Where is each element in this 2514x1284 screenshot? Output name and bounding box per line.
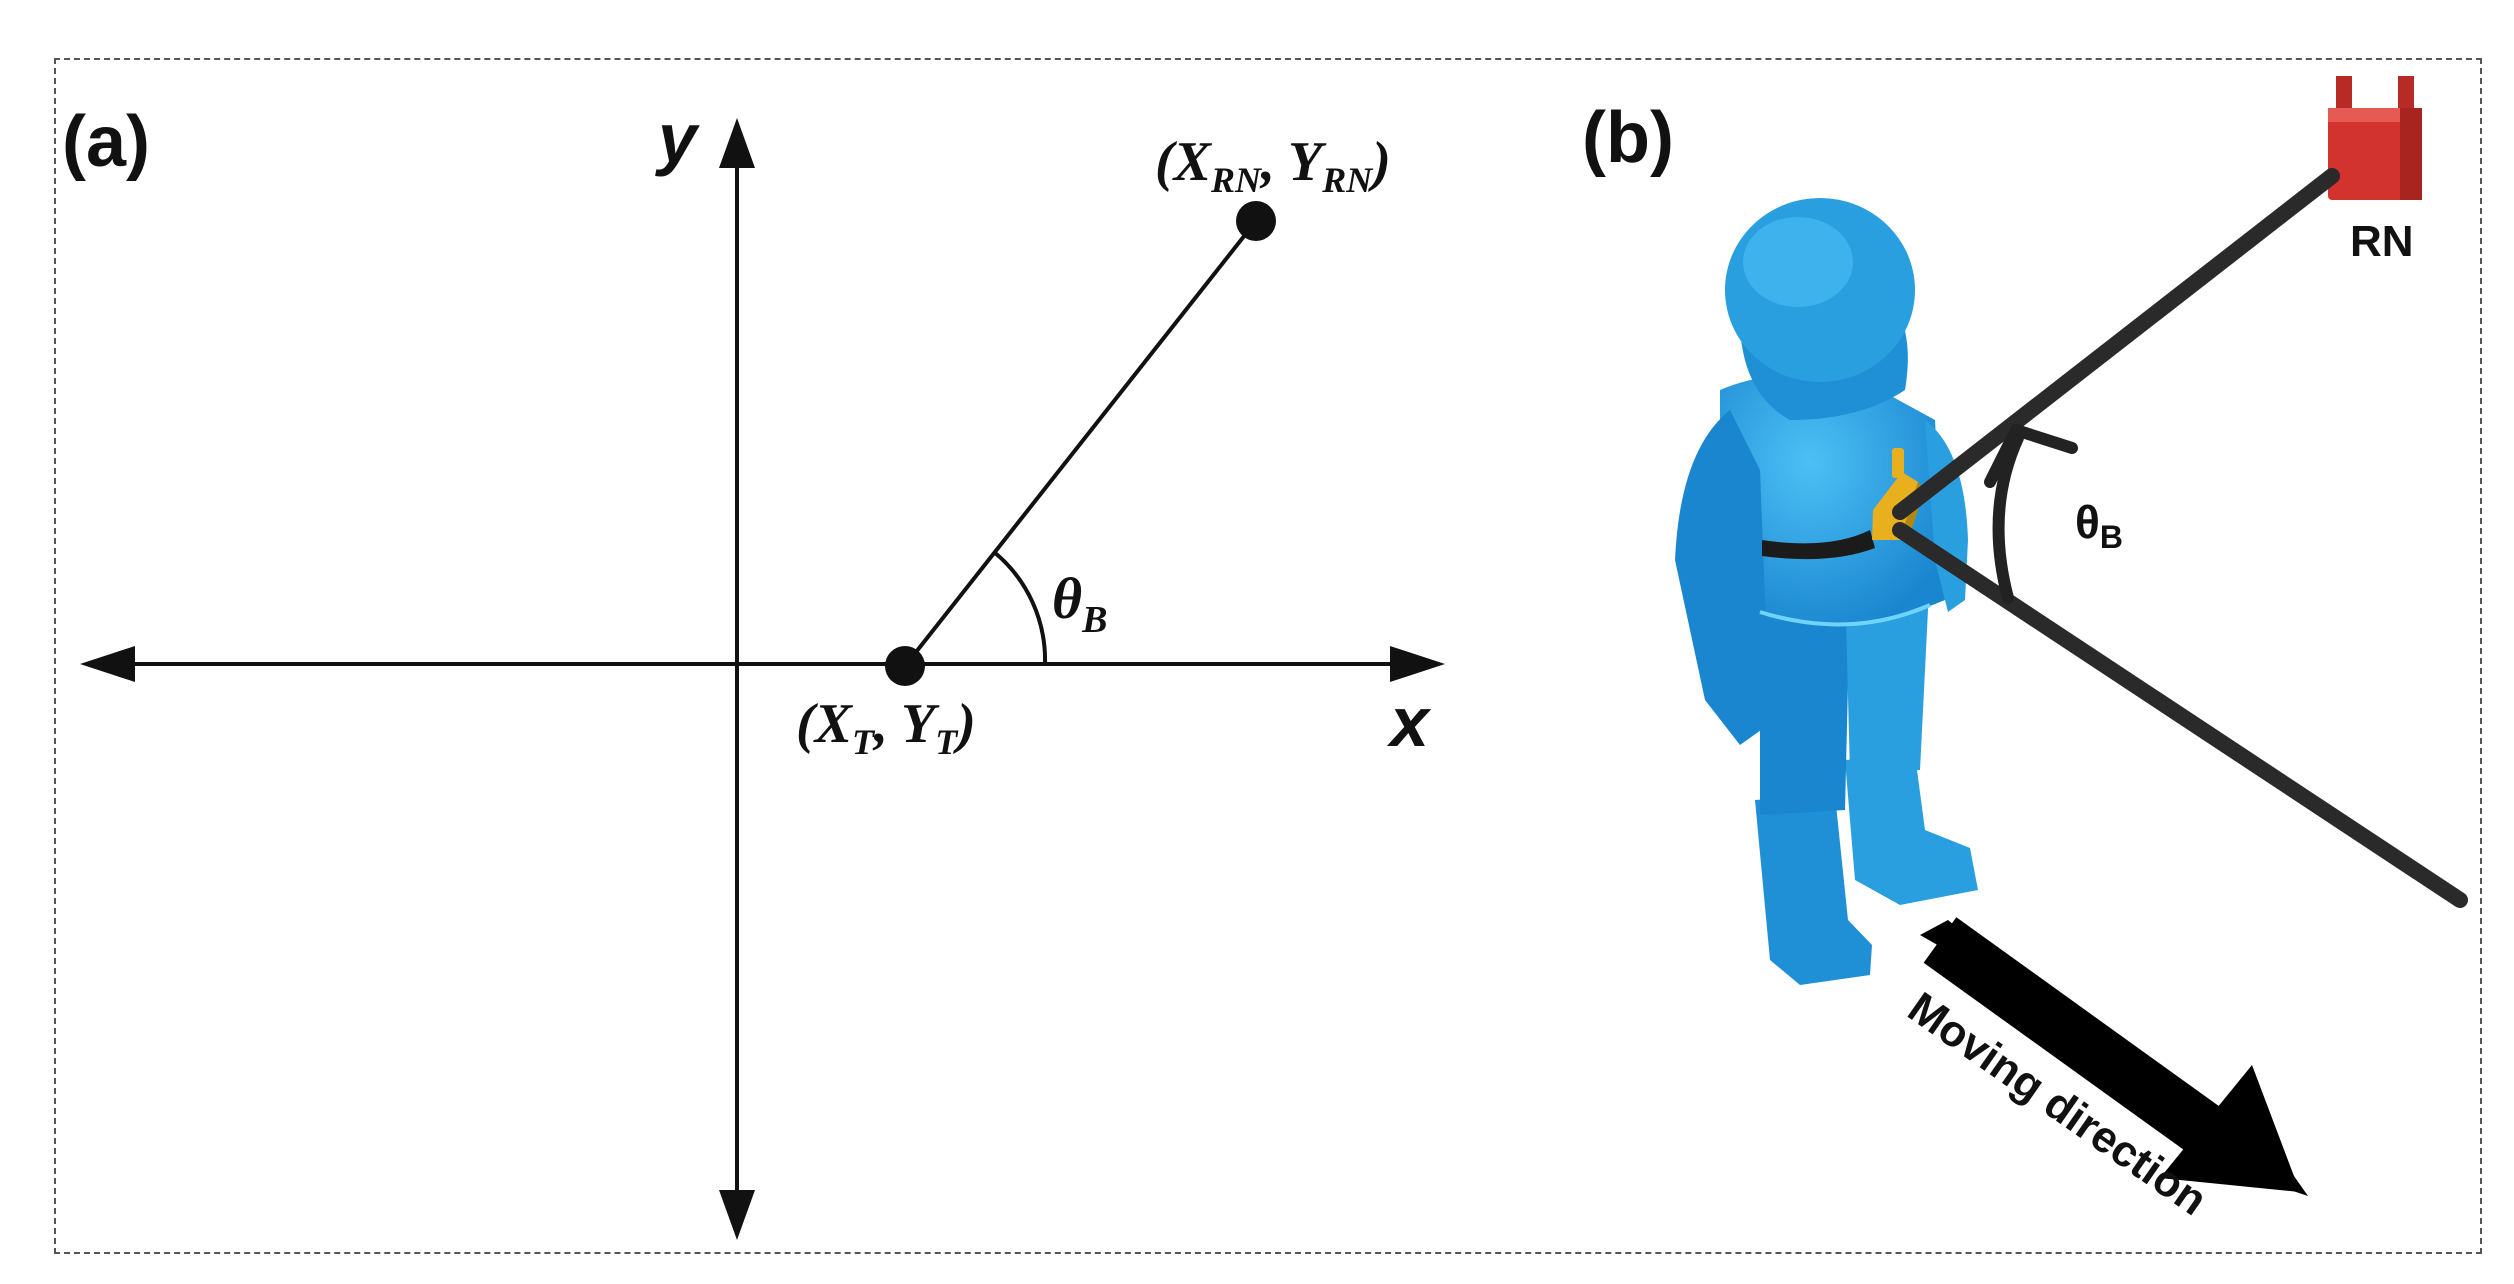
y-axis-up-arrow-icon xyxy=(719,118,755,168)
heading-line xyxy=(1892,522,2468,908)
angle-label-b: θB xyxy=(2075,496,2123,555)
y-axis-down-arrow-icon xyxy=(719,1190,755,1240)
panel-a: (a) y x θB xyxy=(62,99,1445,1240)
panel-a-label: (a) xyxy=(62,102,150,182)
angle-label-a: θB xyxy=(1052,566,1107,641)
angle-arc-b xyxy=(1992,432,2024,604)
rn-device-icon xyxy=(2328,76,2422,200)
angle-arc xyxy=(992,550,1048,665)
x-axis xyxy=(80,646,1445,682)
panel-b: (b) RN xyxy=(1582,76,2468,1225)
x-axis-right-arrow-icon xyxy=(1390,646,1445,682)
angle-arc-arrowhead-icon xyxy=(1984,424,2078,488)
y-axis xyxy=(719,118,755,1240)
rn-point-marker xyxy=(1236,201,1276,241)
panel-b-label: (b) xyxy=(1582,98,1674,178)
tag-point-marker xyxy=(885,646,925,686)
y-axis-label: y xyxy=(655,99,700,177)
tag-coordinate-label: (XT, YT) xyxy=(796,693,976,762)
tag-to-rn-line xyxy=(903,219,1258,668)
rn-label: RN xyxy=(2350,217,2414,266)
rn-bearing-line xyxy=(1892,168,2340,520)
figure-frame xyxy=(54,58,2482,1254)
moving-direction-arrow-icon xyxy=(1920,917,2308,1196)
person-figure xyxy=(1675,198,1978,985)
x-axis-label: x xyxy=(1386,683,1432,761)
rn-coordinate-label: (XRN, YRN) xyxy=(1155,131,1391,200)
x-axis-left-arrow-icon xyxy=(80,646,135,682)
